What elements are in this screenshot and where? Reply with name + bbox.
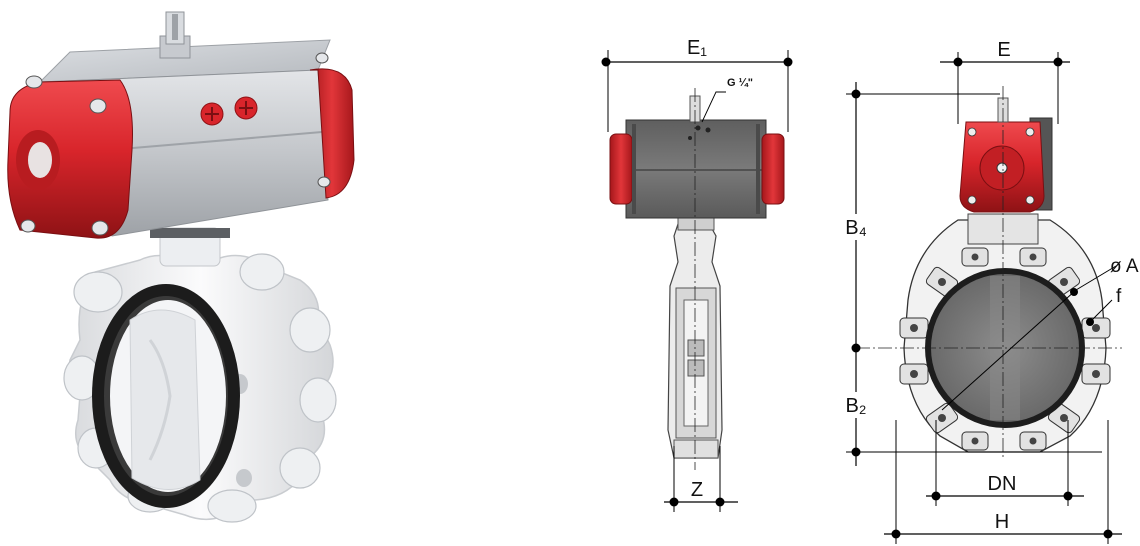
label-e1: E₁ (687, 37, 707, 59)
label-b4: B₄ (845, 217, 867, 239)
front-valve-body (899, 213, 1111, 453)
valve-liner (92, 284, 240, 508)
port-callout (701, 91, 726, 123)
dimension-z (664, 446, 738, 512)
label-a: ø A (1110, 256, 1139, 277)
label-f: f (1116, 286, 1122, 307)
label-h: H (995, 511, 1009, 533)
dimension-e1 (601, 50, 793, 132)
side-view-drawing: E₁ G ¼" Z (601, 37, 793, 512)
dimension-h (884, 420, 1122, 544)
dimension-f-leader (1086, 299, 1113, 326)
label-dn: DN (988, 473, 1017, 495)
label-port-thread: G ¼" (727, 77, 753, 89)
label-b2: B₂ (845, 395, 866, 417)
label-e: E (997, 39, 1010, 61)
dimension-a-leader (941, 265, 1117, 411)
label-z: Z (691, 479, 703, 501)
side-actuator (609, 95, 785, 219)
side-valve-body (667, 217, 723, 459)
front-actuator (959, 97, 1053, 213)
front-view-drawing: ø A f E B₄ B₂ (838, 39, 1139, 544)
dimension-dn (926, 420, 1084, 506)
air-port-plugs (200, 96, 258, 126)
pneumatic-actuator (7, 11, 355, 239)
pneumatic-butterfly-valve-render (7, 11, 355, 523)
dimension-e (940, 52, 1070, 124)
